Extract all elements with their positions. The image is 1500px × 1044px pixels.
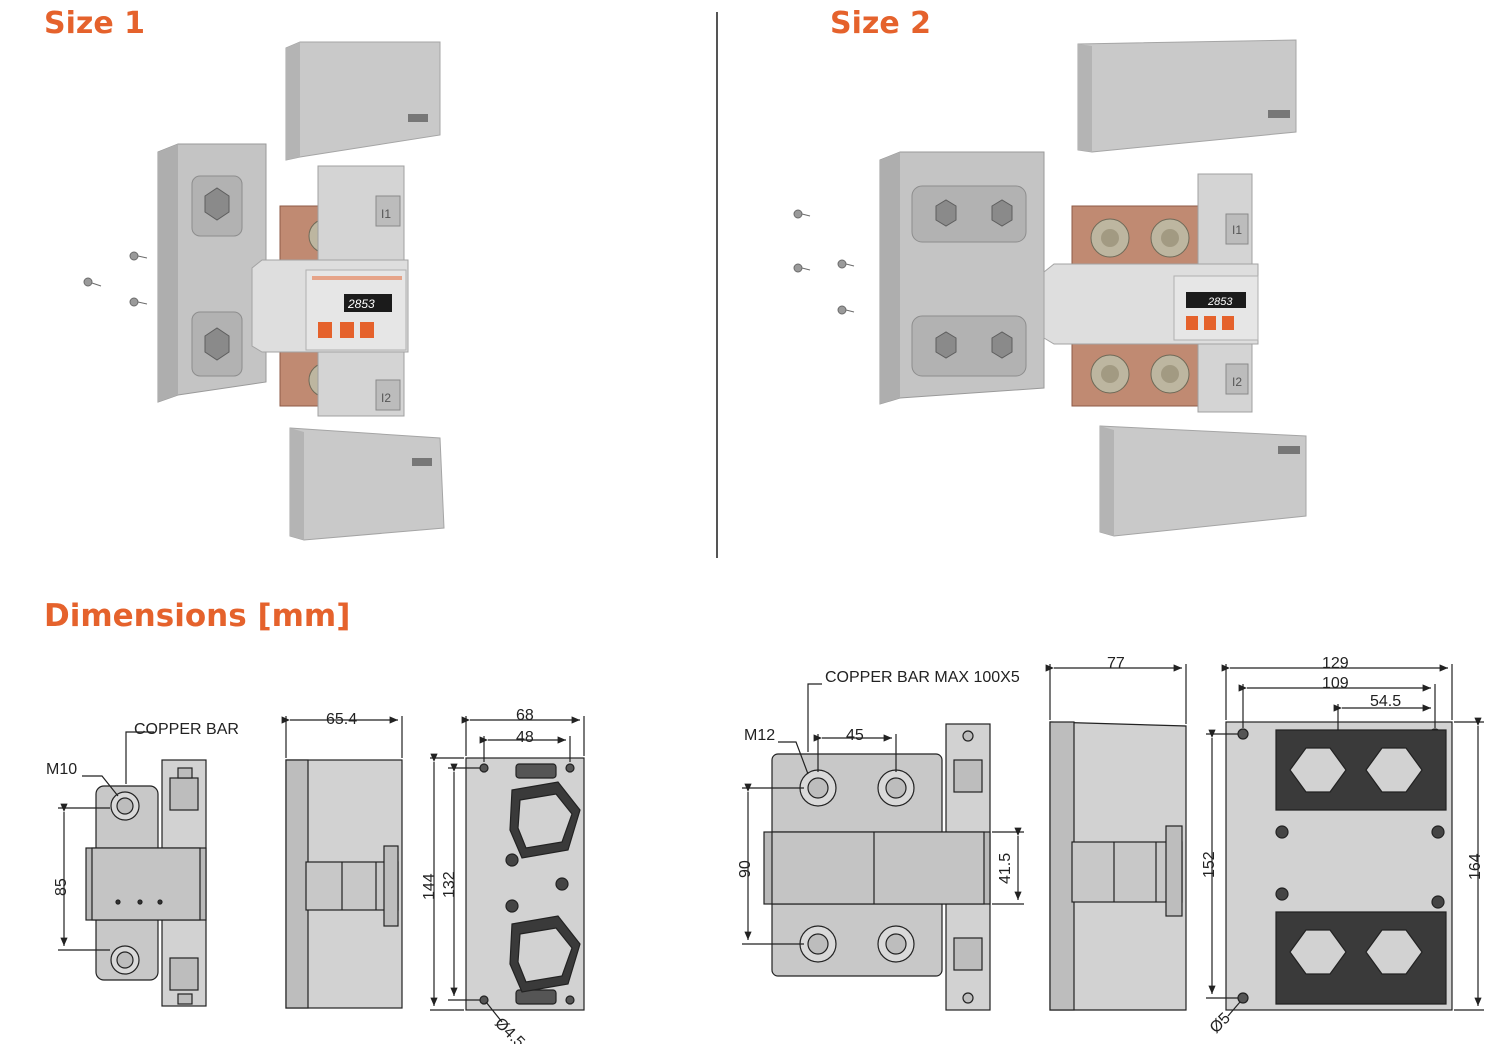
size1-btn-enter: [360, 322, 374, 338]
size1-mount-spacing-label: 48: [516, 729, 534, 746]
size2-rear-housing: [879, 151, 1045, 405]
size2-thread-label: M12: [744, 727, 775, 744]
size2-screws: [793, 209, 855, 315]
size2-width-label: 129: [1322, 655, 1349, 672]
size2-btn-up: [1186, 316, 1198, 330]
size2-height-label: 164: [1467, 853, 1484, 880]
size1-btn-up: [318, 322, 332, 338]
svg-text:2853: 2853: [1207, 296, 1233, 308]
size1-hole-spacing-label: 85: [53, 878, 70, 896]
svg-text:I2: I2: [381, 391, 391, 405]
size1-rear-view: [430, 716, 585, 1023]
size2-dimension-drawings: [742, 664, 1484, 1017]
size1-mount-height-label: 132: [441, 871, 458, 898]
size2-bolts: [1090, 218, 1190, 394]
size1-rear-housing: [157, 143, 267, 403]
size1-btn-down: [340, 322, 354, 338]
size1-copper-bar-label: COPPER BAR: [134, 721, 239, 738]
size1-dimension-labels: COPPER BAR M10 85 65.4 68 48 144 132 Ø4.…: [46, 707, 534, 1044]
size2-bolt-spacing-label: 45: [846, 727, 864, 744]
size2-top-cover: [1077, 39, 1297, 153]
size2-heading: Size 2: [830, 6, 932, 41]
size2-lcd-display: [1186, 292, 1246, 308]
size1-screws: [83, 251, 148, 307]
size2-hole-spacing-label: 90: [737, 860, 754, 878]
size2-exploded-view: I1 I2 2853: [793, 39, 1307, 537]
size1-thread-label: M10: [46, 761, 77, 778]
size2-inner-spacing-label: 54.5: [1370, 693, 1401, 710]
dimensions-heading: Dimensions [mm]: [44, 598, 351, 634]
size2-mount-height-label: 152: [1201, 851, 1218, 878]
size1-side-view: [281, 716, 403, 1009]
svg-text:I2: I2: [1232, 375, 1242, 389]
size1-lcd-display: [344, 294, 392, 312]
size1-bottom-cover: [289, 427, 445, 541]
size2-rear-view: [1206, 664, 1484, 1017]
size2-btn-down: [1204, 316, 1216, 330]
section-divider: [716, 12, 718, 558]
size2-depth-label: 77: [1107, 655, 1125, 672]
size1-dimension-drawings: [58, 716, 585, 1023]
size2-outer-spacing-label: 109: [1322, 675, 1349, 692]
size1-top-cover: [285, 41, 441, 161]
svg-text:I1: I1: [381, 207, 391, 221]
size2-meter-module: 2853: [1043, 263, 1259, 345]
size1-height-label: 144: [421, 873, 438, 900]
size1-front-view: [58, 731, 207, 1007]
svg-text:2853: 2853: [347, 297, 375, 311]
size1-width-label: 68: [516, 707, 534, 724]
size2-side-view: [1045, 664, 1187, 1011]
size1-meter-module: 2853: [251, 259, 409, 353]
size2-bar-height-label: 41.5: [997, 853, 1014, 884]
size2-front-view: [742, 683, 1024, 1011]
size1-hole-dia-label: Ø4.5: [491, 1015, 528, 1044]
size1-depth-label: 65.4: [326, 711, 357, 728]
size2-copper-bar-label: COPPER BAR MAX 100X5: [825, 669, 1020, 686]
size2-btn-enter: [1222, 316, 1234, 330]
size1-heading: Size 1: [44, 6, 146, 41]
size2-dimension-labels: COPPER BAR MAX 100X5 M12 45 90 41.5 77 1…: [737, 655, 1484, 1037]
svg-text:I1: I1: [1232, 223, 1242, 237]
size1-exploded-view: I1 I2 2853: [83, 41, 445, 541]
size2-bottom-cover: [1099, 425, 1307, 537]
